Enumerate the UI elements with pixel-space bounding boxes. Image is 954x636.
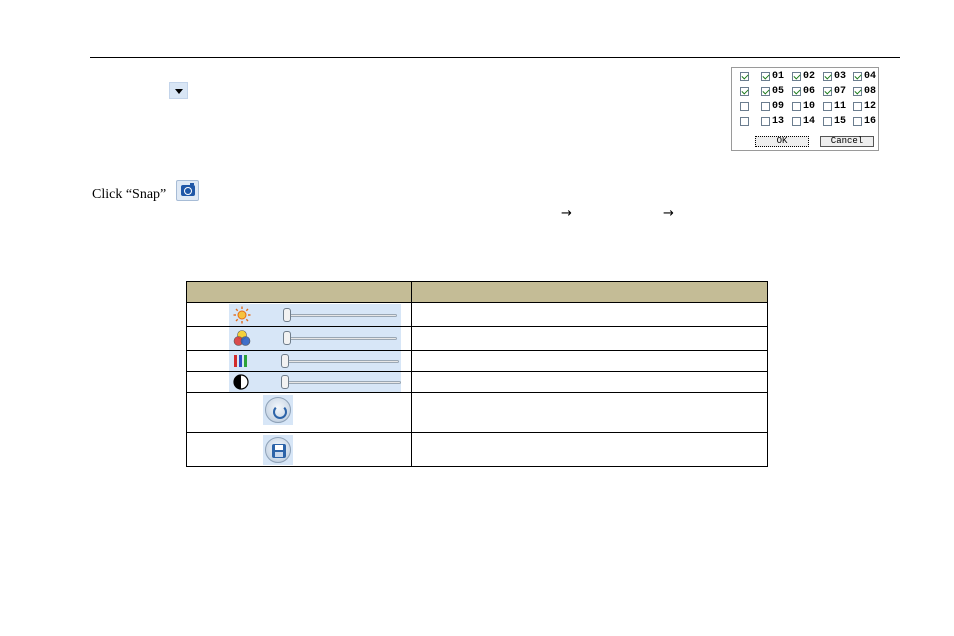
saturation-slider-thumb[interactable] xyxy=(281,354,289,368)
camera-icon xyxy=(181,183,195,196)
save-button[interactable] xyxy=(263,435,293,465)
channel-checkbox[interactable] xyxy=(761,72,770,81)
channel-checkbox[interactable] xyxy=(792,72,801,81)
table-row-divider xyxy=(187,432,767,433)
channel-row-select-all-checkbox[interactable] xyxy=(740,102,749,111)
table-header-row xyxy=(187,282,767,303)
channel-label: 13 xyxy=(772,116,785,127)
contrast-slider-track[interactable] xyxy=(281,381,401,384)
channel-checkbox[interactable] xyxy=(792,102,801,111)
channel-row-select-all-checkbox[interactable] xyxy=(740,117,749,126)
channel-checkbox[interactable] xyxy=(792,87,801,96)
saturation-slider-track[interactable] xyxy=(281,360,399,363)
channel-selector-panel: OK Cancel 01 02 03 04 05 06 07 08 09 10 11 12 13 14 15… xyxy=(731,67,879,151)
color-hue-icon xyxy=(233,330,251,346)
hue-row xyxy=(229,327,401,350)
channel-checkbox[interactable] xyxy=(853,102,862,111)
channel-checkbox[interactable] xyxy=(761,87,770,96)
table-row-divider xyxy=(187,371,767,372)
snap-camera-button[interactable] xyxy=(176,180,199,201)
channel-label: 01 xyxy=(772,71,785,82)
cancel-button[interactable]: Cancel xyxy=(820,136,874,147)
table-column-divider xyxy=(411,282,412,466)
contrast-slider-thumb[interactable] xyxy=(281,375,289,389)
menu-path-arrow: → xyxy=(663,206,674,221)
channel-label: 04 xyxy=(864,71,877,82)
table-row-divider xyxy=(187,350,767,351)
channel-checkbox[interactable] xyxy=(792,117,801,126)
saturation-bars-icon xyxy=(234,355,247,367)
ok-button[interactable]: OK xyxy=(755,136,809,147)
channel-label: 09 xyxy=(772,101,785,112)
brightness-sun-icon xyxy=(233,306,251,324)
table-row-divider xyxy=(187,392,767,393)
brightness-slider-track[interactable] xyxy=(283,314,397,317)
channel-row-select-all-checkbox[interactable] xyxy=(740,72,749,81)
channel-checkbox[interactable] xyxy=(823,87,832,96)
channel-label: 11 xyxy=(834,101,847,112)
save-icon xyxy=(265,437,291,463)
menu-path-arrow: → xyxy=(561,206,572,221)
refresh-button[interactable] xyxy=(263,395,293,425)
channel-label: 08 xyxy=(864,86,877,97)
channel-label: 07 xyxy=(834,86,847,97)
channel-label: 12 xyxy=(864,101,877,112)
channel-checkbox[interactable] xyxy=(761,102,770,111)
channel-label: 14 xyxy=(803,116,816,127)
hue-slider-track[interactable] xyxy=(283,337,397,340)
header-rule xyxy=(90,57,900,58)
channel-label: 06 xyxy=(803,86,816,97)
contrast-half-circle-icon xyxy=(233,374,249,390)
channel-label: 15 xyxy=(834,116,847,127)
image-adjust-table xyxy=(186,281,768,467)
snap-instruction-text: Click “Snap” xyxy=(92,187,167,202)
dropdown-arrow-button[interactable] xyxy=(169,82,188,99)
refresh-icon xyxy=(265,397,291,423)
contrast-row xyxy=(229,372,401,392)
channel-label: 10 xyxy=(803,101,816,112)
channel-checkbox[interactable] xyxy=(823,72,832,81)
channel-row-select-all-checkbox[interactable] xyxy=(740,87,749,96)
hue-slider-thumb[interactable] xyxy=(283,331,291,345)
channel-checkbox[interactable] xyxy=(823,102,832,111)
channel-label: 03 xyxy=(834,71,847,82)
channel-checkbox[interactable] xyxy=(853,87,862,96)
saturation-row xyxy=(229,351,401,371)
channel-label: 05 xyxy=(772,86,785,97)
channel-label: 02 xyxy=(803,71,816,82)
channel-checkbox[interactable] xyxy=(823,117,832,126)
channel-checkbox[interactable] xyxy=(853,72,862,81)
channel-checkbox[interactable] xyxy=(853,117,862,126)
channel-label: 16 xyxy=(864,116,877,127)
table-row-divider xyxy=(187,326,767,327)
brightness-row xyxy=(229,304,401,326)
brightness-slider-thumb[interactable] xyxy=(283,308,291,322)
channel-checkbox[interactable] xyxy=(761,117,770,126)
